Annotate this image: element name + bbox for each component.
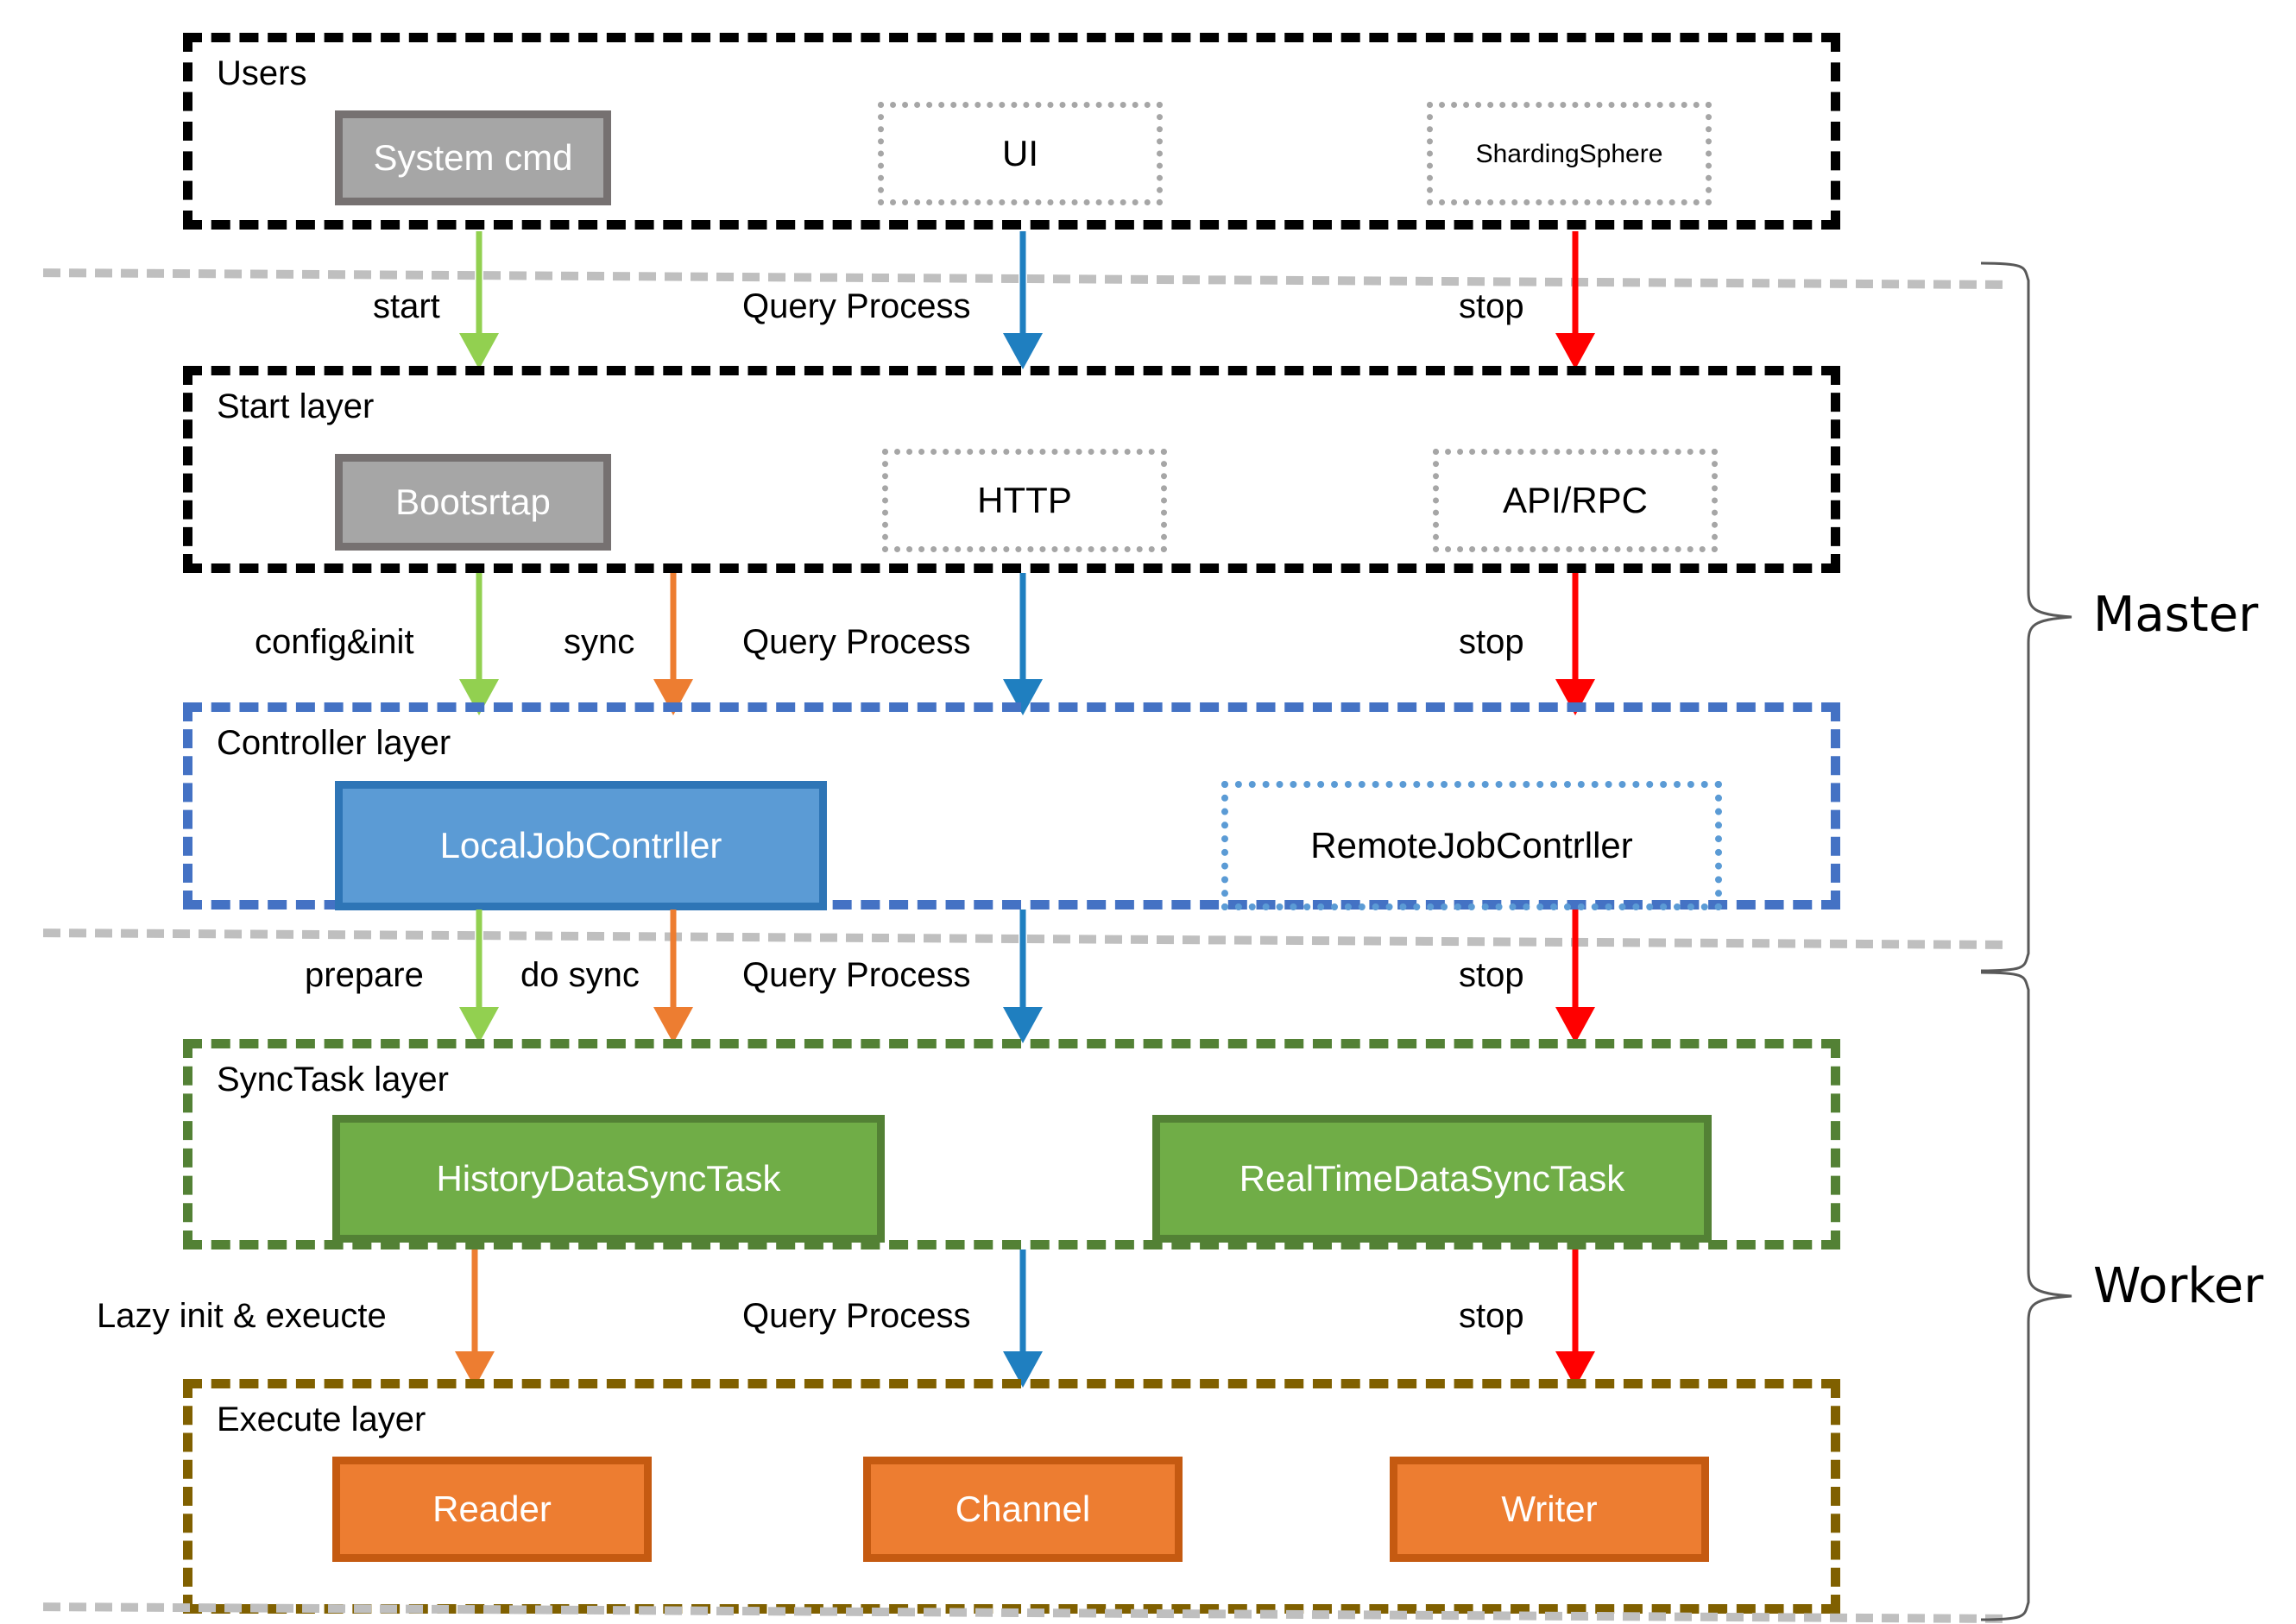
node-writer-label: Writer [1501, 1488, 1598, 1529]
node-bootsrtap-label: Bootsrtap [395, 481, 551, 522]
node-channel[interactable]: Channel [863, 1457, 1183, 1562]
node-realtimedatasynctask[interactable]: RealTimeDataSyncTask [1152, 1115, 1712, 1243]
edge-label-start: start [373, 287, 440, 325]
layer-users-title: Users [217, 54, 307, 92]
worker-bracket [1980, 971, 2072, 1621]
edge-label-query-process-3: Query Process [742, 956, 971, 994]
layer-execute-title: Execute layer [217, 1401, 426, 1438]
node-localjobcontrller-label: LocalJobContrller [439, 824, 722, 866]
edge-label-stop-4: stop [1459, 1297, 1524, 1335]
node-localjobcontrller[interactable]: LocalJobContrller [335, 781, 827, 910]
edge-label-prepare: prepare [305, 956, 424, 994]
node-historydatasynctask-label: HistoryDataSyncTask [436, 1157, 781, 1199]
edge-label-query-process-1: Query Process [742, 287, 971, 325]
node-historydatasynctask[interactable]: HistoryDataSyncTask [332, 1115, 885, 1243]
edge-label-query-process-2: Query Process [742, 623, 971, 661]
node-ui[interactable]: UI [878, 102, 1163, 205]
node-api-rpc[interactable]: API/RPC [1433, 449, 1718, 552]
layer-controller-title: Controller layer [217, 724, 451, 762]
layer-synctask: SyncTask layer [183, 1039, 1840, 1249]
edge-label-lazy-init: Lazy init & exeucte [97, 1297, 387, 1335]
group-label-worker: Worker [2093, 1258, 2264, 1314]
node-http[interactable]: HTTP [882, 449, 1167, 552]
edge-label-sync: sync [564, 623, 635, 661]
group-label-master: Master [2093, 587, 2259, 643]
edge-label-config-init: config&init [255, 623, 414, 661]
layer-execute: Execute layer [183, 1379, 1840, 1614]
layer-start-title: Start layer [217, 387, 375, 425]
layer-start: Start layer [183, 366, 1840, 573]
edge-label-do-sync: do sync [520, 956, 640, 994]
node-remotejobcontrller-label: RemoteJobContrller [1310, 824, 1633, 866]
node-ui-label: UI [1002, 132, 1038, 173]
node-bootsrtap[interactable]: Bootsrtap [335, 454, 611, 551]
node-http-label: HTTP [977, 479, 1072, 520]
node-remotejobcontrller[interactable]: RemoteJobContrller [1221, 781, 1722, 910]
edge-label-stop-1: stop [1459, 287, 1524, 325]
node-shardingsphere-label: ShardingSphere [1475, 139, 1663, 168]
node-reader-label: Reader [432, 1488, 552, 1529]
master-bracket [1980, 261, 2072, 973]
layer-synctask-title: SyncTask layer [217, 1061, 449, 1098]
node-channel-label: Channel [955, 1488, 1091, 1529]
layer-controller: Controller layer [183, 702, 1840, 910]
node-api-rpc-label: API/RPC [1502, 479, 1649, 520]
edge-label-query-process-4: Query Process [742, 1297, 971, 1335]
layer-users: Users [183, 33, 1840, 230]
node-writer[interactable]: Writer [1390, 1457, 1709, 1562]
node-system-cmd-label: System cmd [373, 136, 573, 178]
edge-label-stop-3: stop [1459, 956, 1524, 994]
node-realtimedatasynctask-label: RealTimeDataSyncTask [1239, 1157, 1625, 1199]
node-reader[interactable]: Reader [332, 1457, 652, 1562]
node-system-cmd[interactable]: System cmd [335, 110, 611, 205]
edge-label-stop-2: stop [1459, 623, 1524, 661]
node-shardingsphere[interactable]: ShardingSphere [1427, 102, 1712, 205]
